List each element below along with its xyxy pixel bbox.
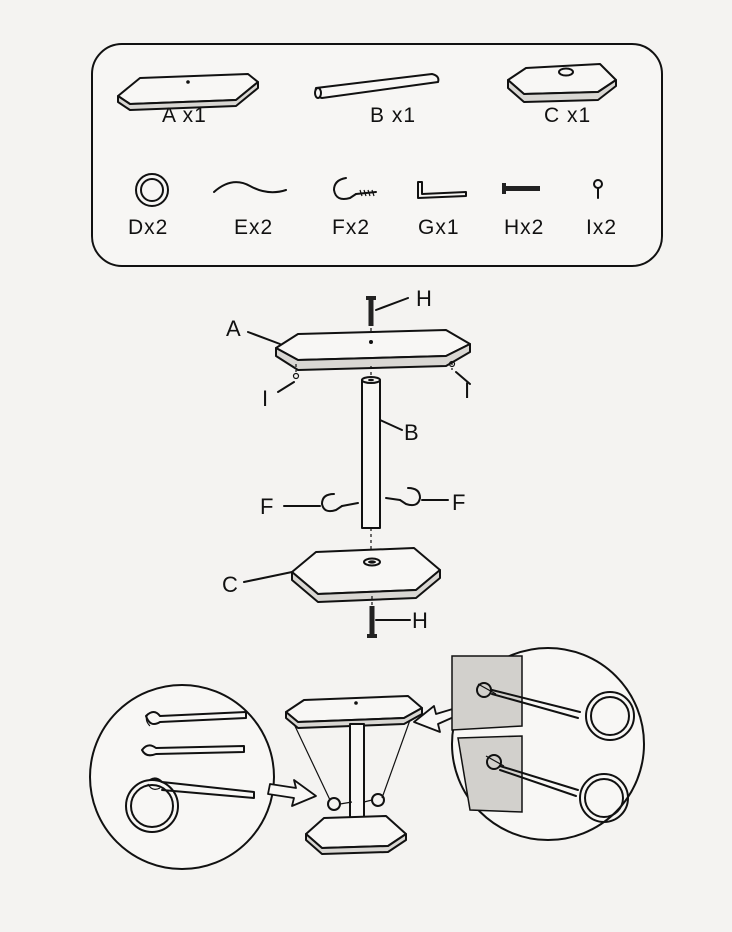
part-b-illustration bbox=[314, 73, 440, 99]
part-g-label: Gx1 bbox=[418, 216, 460, 239]
left-cup-hook bbox=[321, 493, 359, 513]
part-h-label: Hx2 bbox=[504, 216, 544, 239]
callout-h-top: H bbox=[416, 286, 432, 311]
eye-screw-icon bbox=[593, 179, 603, 199]
part-b-label: B x1 bbox=[370, 104, 416, 127]
right-eye-screw bbox=[448, 360, 456, 370]
callout-i-right: I bbox=[464, 378, 470, 403]
part-e-label: Ex2 bbox=[234, 216, 273, 239]
bottom-bolt bbox=[367, 606, 377, 638]
right-detail-circle bbox=[451, 647, 645, 841]
callout-c: C bbox=[222, 572, 238, 597]
callout-f-left: F bbox=[260, 494, 273, 519]
callout-a: A bbox=[226, 316, 241, 341]
left-eye-screw bbox=[292, 364, 300, 380]
part-c-illustration bbox=[507, 63, 617, 103]
callout-b: B bbox=[404, 420, 419, 445]
base bbox=[291, 547, 441, 603]
exploded-assembly: H A I I B bbox=[222, 286, 471, 638]
cup-hook-icon bbox=[333, 177, 377, 200]
part-a-label: A x1 bbox=[162, 104, 207, 127]
part-f-label: Fx2 bbox=[332, 216, 370, 239]
part-d-label: Dx2 bbox=[128, 216, 168, 239]
bolt-icon bbox=[502, 183, 540, 194]
part-c-label: C x1 bbox=[544, 104, 591, 127]
assembled-stand bbox=[285, 695, 423, 855]
part-a-illustration bbox=[117, 73, 259, 111]
callout-f-right: F bbox=[452, 490, 465, 515]
top-bar bbox=[275, 329, 471, 371]
parts-list-panel: A x1 B x1 C x1 Dx2 Ex2 Fx2 bbox=[91, 43, 663, 267]
callout-i-left: I bbox=[262, 386, 268, 411]
right-cup-hook bbox=[385, 487, 421, 507]
top-bolt bbox=[366, 296, 376, 326]
ring-icon bbox=[135, 173, 169, 207]
allen-key-icon bbox=[417, 181, 467, 199]
left-detail-circle bbox=[89, 684, 275, 870]
pole bbox=[361, 376, 381, 529]
part-i-label: Ix2 bbox=[586, 216, 617, 239]
callout-h-bottom: H bbox=[412, 608, 428, 633]
rope-icon bbox=[213, 181, 287, 194]
left-detail-arrow bbox=[267, 779, 317, 807]
